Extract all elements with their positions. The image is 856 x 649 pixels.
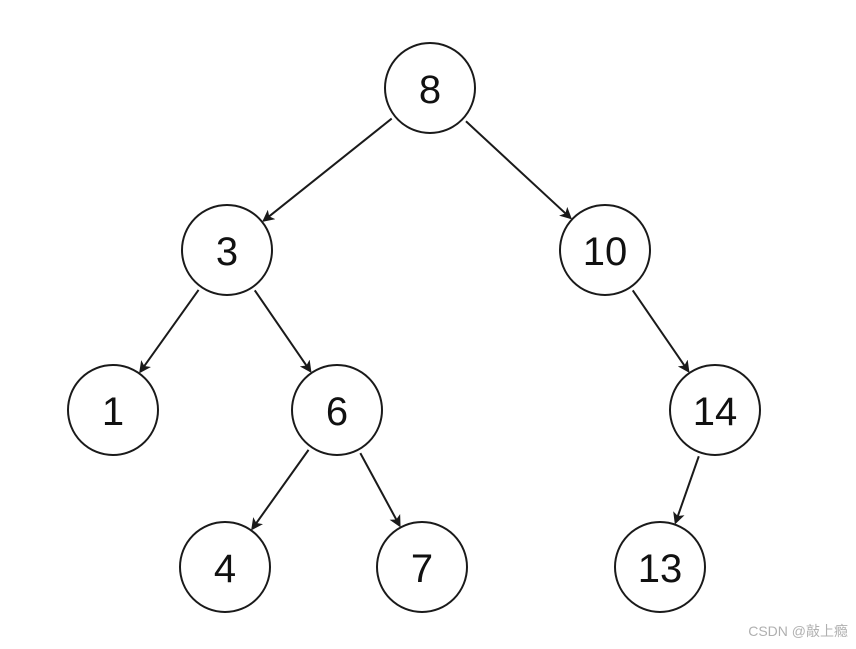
node-label: 13 [638, 547, 683, 591]
node-label: 10 [583, 230, 628, 274]
node-circle [179, 521, 271, 613]
node-label: 3 [216, 230, 238, 274]
tree-node-1: 1 [67, 364, 159, 456]
tree-node-6: 6 [291, 364, 383, 456]
tree-node-8: 8 [384, 42, 476, 134]
node-circle [376, 521, 468, 613]
edge-10-to-14 [631, 289, 690, 373]
watermark: CSDN @敲上瘾 [748, 623, 848, 639]
edge-8-to-10 [465, 120, 572, 220]
edge-6-to-4 [251, 449, 310, 531]
node-circle [614, 521, 706, 613]
tree-node-10: 10 [559, 204, 651, 296]
tree-node-7: 7 [376, 521, 468, 613]
edge-6-to-7 [359, 452, 401, 528]
node-label: 6 [326, 390, 348, 434]
node-circle [181, 204, 273, 296]
tree-node-4: 4 [179, 521, 271, 613]
edge-3-to-1 [139, 289, 200, 374]
node-label: 4 [214, 547, 236, 591]
edges-layer [139, 117, 700, 531]
node-label: 7 [411, 547, 433, 591]
node-circle [384, 42, 476, 134]
edge-3-to-6 [253, 289, 312, 373]
node-circle [67, 364, 159, 456]
node-circle [559, 204, 651, 296]
node-label: 14 [693, 390, 738, 434]
node-circle [669, 364, 761, 456]
node-circle [291, 364, 383, 456]
tree-node-3: 3 [181, 204, 273, 296]
node-label: 1 [102, 390, 124, 434]
edge-14-to-13 [673, 455, 700, 525]
tree-node-14: 14 [669, 364, 761, 456]
nodes-layer: 8 3 10 1 6 14 4 7 13 [67, 42, 761, 613]
edge-8-to-3 [262, 117, 393, 222]
tree-node-13: 13 [614, 521, 706, 613]
node-label: 8 [419, 68, 441, 112]
